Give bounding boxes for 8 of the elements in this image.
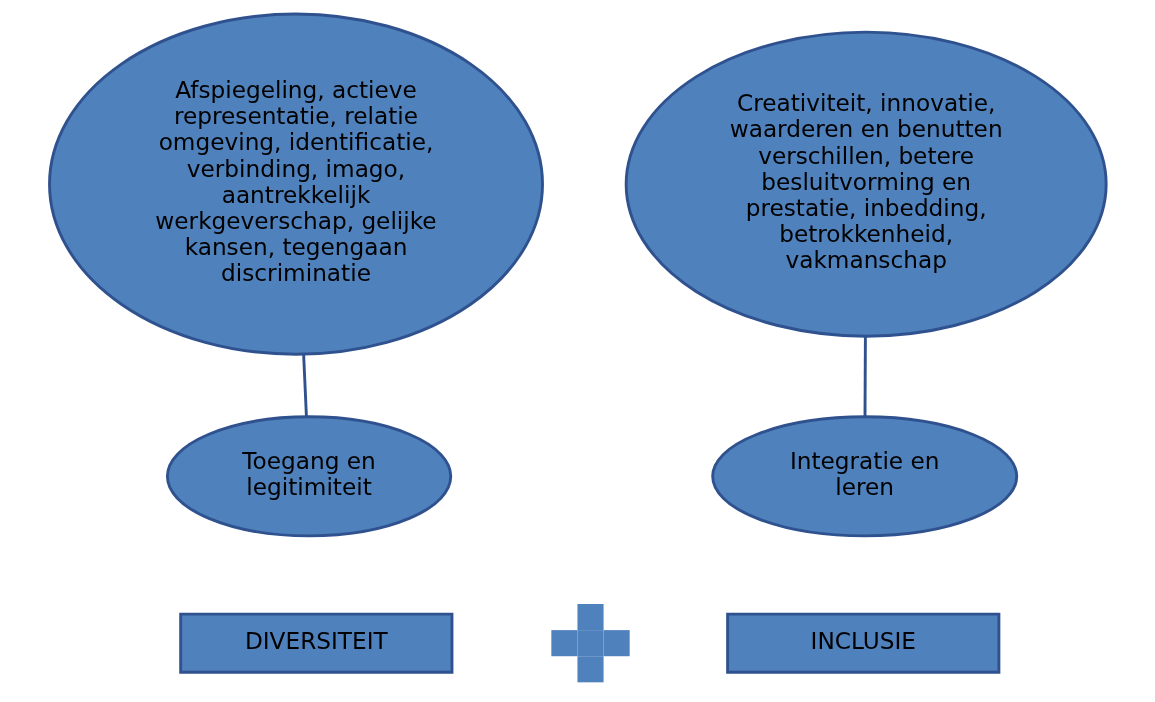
node-box: INCLUSIE (725, 612, 1000, 674)
node-ellipse: Creativiteit, innovatie, waarderen en benutten verschillen, betere besluitvorming en prestatie, inbedding, betrokkenheid, vakmanschap (624, 30, 1108, 338)
connector (863, 336, 867, 417)
node-box: DIVERSITEIT (178, 612, 453, 674)
connector (301, 354, 308, 417)
node-ellipse: Afspiegeling, actieve representatie, relatie omgeving, identificatie, verbinding, imago, aantrekkelijk werkgeverschap, gelijke kansen, tegengaan discriminatie (47, 12, 544, 356)
node-ellipse: Toegang en legitimiteit (165, 415, 452, 538)
node-ellipse: Integratie en leren (710, 415, 1018, 538)
